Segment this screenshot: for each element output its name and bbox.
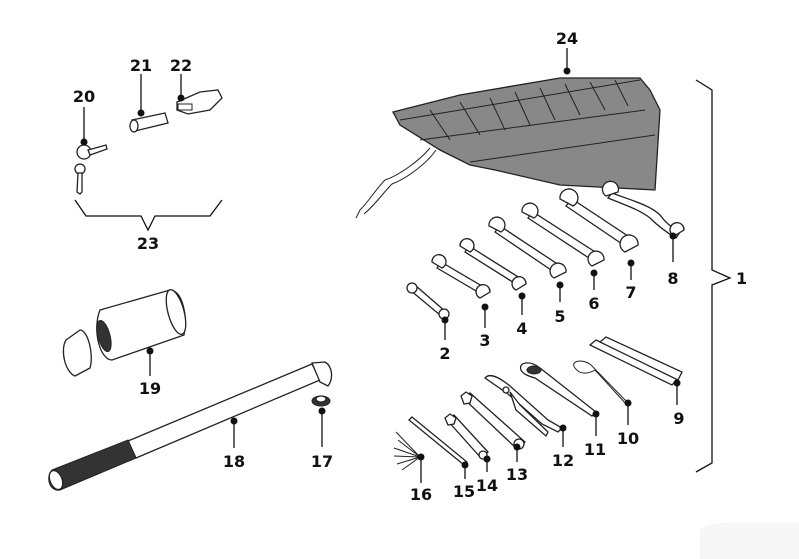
marker-5 bbox=[556, 281, 564, 289]
label-4: 4 bbox=[516, 319, 527, 338]
marker-22 bbox=[177, 94, 185, 102]
marker-7 bbox=[627, 259, 635, 267]
marker-8 bbox=[669, 232, 677, 240]
label-17: 17 bbox=[311, 452, 333, 471]
part-15-tommy-bar[interactable] bbox=[408, 416, 468, 466]
marker-20 bbox=[80, 138, 88, 146]
marker-2 bbox=[441, 316, 449, 324]
part-21-lock-cylinder[interactable] bbox=[129, 112, 169, 133]
part-19-container[interactable] bbox=[62, 288, 189, 377]
label-19: 19 bbox=[139, 379, 161, 398]
label-8: 8 bbox=[667, 269, 678, 288]
label-7: 7 bbox=[625, 283, 636, 302]
part-9-tire-levers[interactable] bbox=[588, 336, 683, 386]
marker-10 bbox=[624, 399, 632, 407]
part-7-wrench[interactable] bbox=[559, 188, 639, 253]
corner-overlay bbox=[700, 522, 799, 559]
marker-14 bbox=[483, 455, 491, 463]
part-6-wrench[interactable] bbox=[521, 202, 605, 267]
part-22-lock[interactable] bbox=[176, 89, 223, 115]
label-20: 20 bbox=[73, 87, 95, 106]
marker-24 bbox=[563, 67, 571, 75]
label-1: 1 bbox=[736, 269, 747, 288]
label-21: 21 bbox=[130, 56, 152, 75]
marker-16 bbox=[417, 453, 425, 461]
label-24: 24 bbox=[556, 29, 578, 48]
part-16-hex-keys[interactable] bbox=[393, 431, 421, 471]
label-16: 16 bbox=[410, 485, 432, 504]
label-22: 22 bbox=[170, 56, 192, 75]
marker-18 bbox=[230, 417, 238, 425]
part-14-spark-plug-wrench[interactable] bbox=[444, 413, 489, 460]
part-12-pliers[interactable] bbox=[484, 374, 564, 438]
part-3-wrench[interactable] bbox=[431, 254, 491, 299]
part-17-pump-cap[interactable] bbox=[311, 395, 331, 407]
part-2-wrench[interactable] bbox=[406, 282, 450, 320]
label-6: 6 bbox=[588, 294, 599, 313]
brace-1 bbox=[695, 79, 732, 473]
label-5: 5 bbox=[554, 307, 565, 326]
marker-17 bbox=[318, 407, 326, 415]
label-13: 13 bbox=[506, 465, 528, 484]
marker-13 bbox=[513, 443, 521, 451]
label-15: 15 bbox=[453, 482, 475, 501]
label-14: 14 bbox=[476, 476, 498, 495]
marker-12 bbox=[559, 424, 567, 432]
part-4-wrench[interactable] bbox=[459, 238, 527, 291]
label-2: 2 bbox=[439, 344, 450, 363]
brace-23 bbox=[74, 199, 223, 232]
part-10-wire-loop[interactable] bbox=[573, 360, 629, 405]
marker-11 bbox=[592, 410, 600, 418]
label-10: 10 bbox=[617, 429, 639, 448]
part-18-tire-pump[interactable] bbox=[47, 361, 333, 492]
part-20-keys[interactable] bbox=[74, 144, 108, 195]
marker-9 bbox=[673, 379, 681, 387]
marker-19 bbox=[146, 347, 154, 355]
marker-15 bbox=[461, 461, 469, 469]
marker-3 bbox=[481, 303, 489, 311]
label-9: 9 bbox=[673, 409, 684, 428]
marker-21 bbox=[137, 109, 145, 117]
part-5-wrench[interactable] bbox=[488, 216, 567, 279]
label-18: 18 bbox=[223, 452, 245, 471]
label-11: 11 bbox=[584, 440, 606, 459]
label-12: 12 bbox=[552, 451, 574, 470]
label-3: 3 bbox=[479, 331, 490, 350]
marker-4 bbox=[518, 292, 526, 300]
part-24-tool-roll[interactable] bbox=[355, 77, 661, 219]
label-23: 23 bbox=[137, 234, 159, 253]
part-8-wrench[interactable] bbox=[601, 180, 685, 239]
marker-6 bbox=[590, 269, 598, 277]
